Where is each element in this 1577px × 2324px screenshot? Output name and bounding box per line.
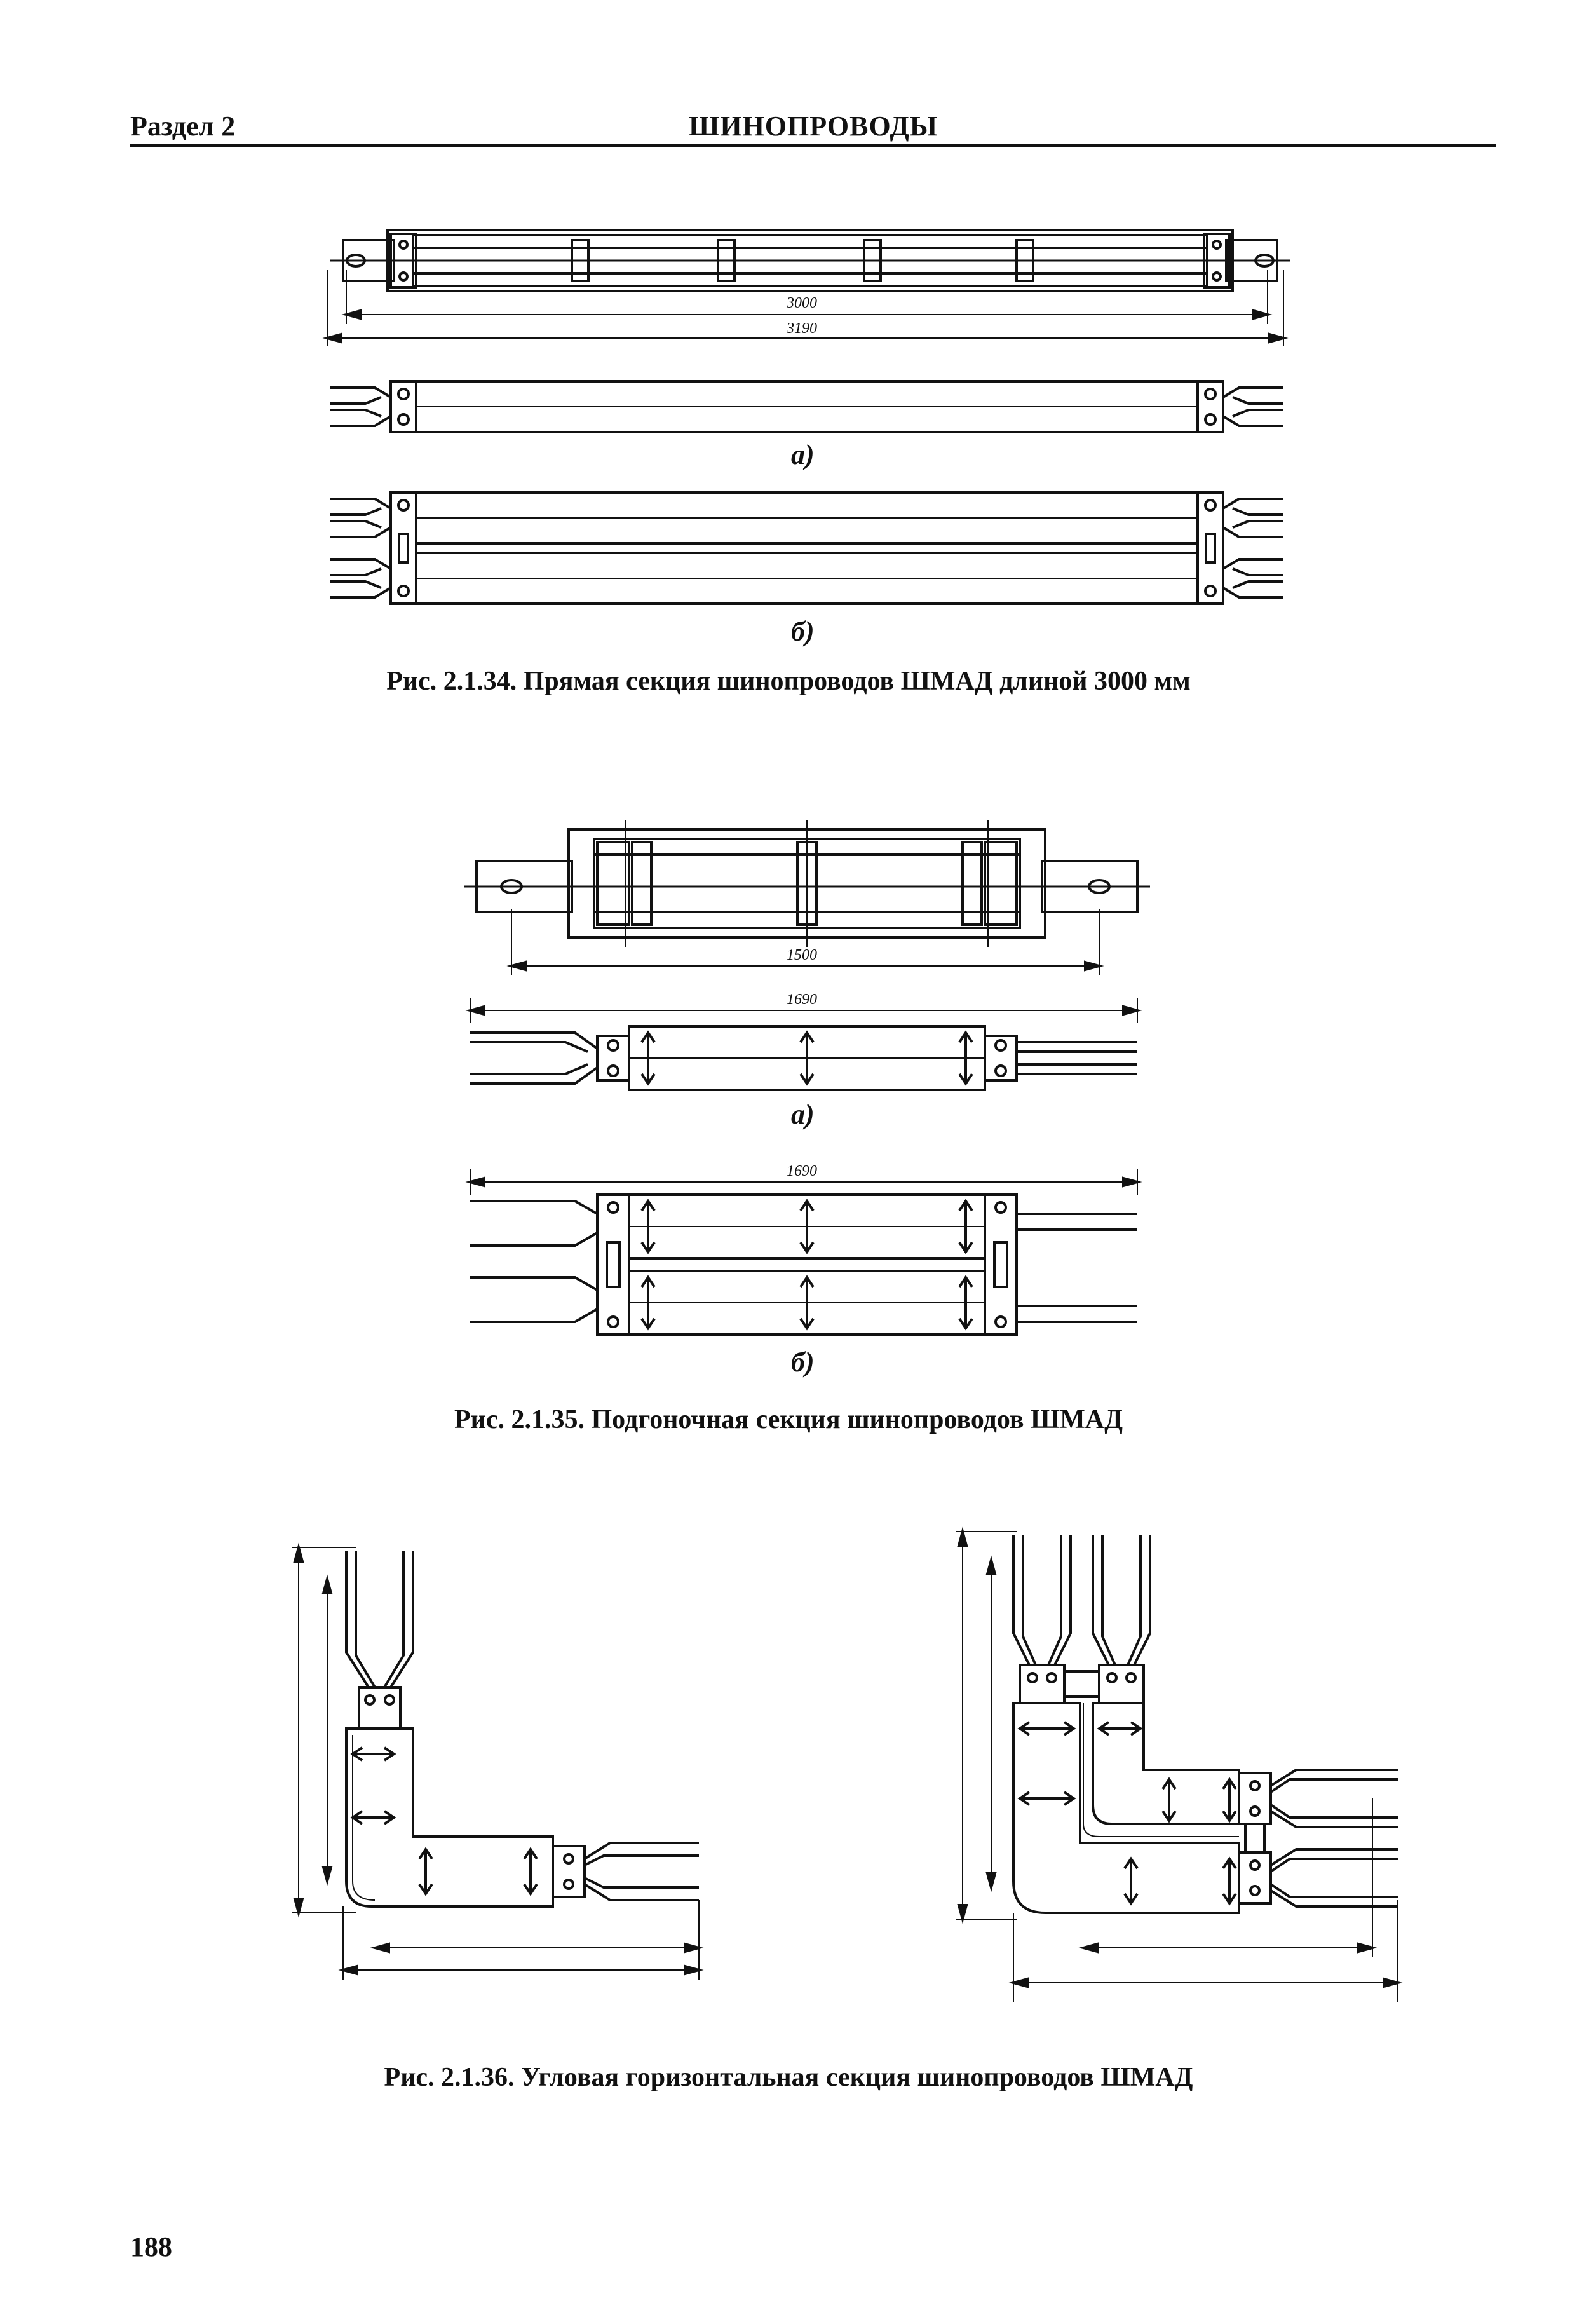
fig1-side-view-a	[330, 380, 1283, 433]
fig3-caption: Рис. 2.1.36. Угловая горизонтальная секц…	[384, 2063, 1193, 2092]
fig2-dim-b: 1690	[787, 1163, 817, 1179]
page-header: Раздел 2 ШИНОПРОВОДЫ	[130, 108, 1496, 147]
fig3-corner-double	[956, 1526, 1403, 2002]
fig2-top-view	[464, 820, 1150, 975]
fig2-dim-top: 1500	[787, 947, 817, 963]
fig1-top-view	[322, 229, 1290, 346]
fig2-side-view-b	[465, 1169, 1142, 1336]
fig1-dim-inner: 3000	[786, 295, 817, 311]
fig2-caption: Рис. 2.1.35. Подгоночная секция шинопров…	[454, 1405, 1123, 1434]
section-label: Раздел 2	[130, 111, 236, 142]
fig1-caption: Рис. 2.1.34. Прямая секция шинопроводов …	[386, 667, 1191, 696]
fig2-label-b: б)	[791, 1347, 815, 1378]
fig2-label-a: а)	[791, 1099, 815, 1130]
fig2-dim-a: 1690	[787, 991, 817, 1008]
fig2-side-view-a	[465, 998, 1142, 1091]
fig1-dim-outer: 3190	[786, 320, 817, 337]
header-title: ШИНОПРОВОДЫ	[689, 111, 938, 142]
page-number: 188	[130, 2231, 172, 2262]
fig1-label-a: а)	[791, 439, 815, 470]
fig1-side-view-b	[330, 491, 1283, 605]
header-rule	[130, 144, 1496, 147]
fig1-label-b: б)	[791, 616, 815, 647]
fig3-corner-single	[292, 1542, 704, 1980]
